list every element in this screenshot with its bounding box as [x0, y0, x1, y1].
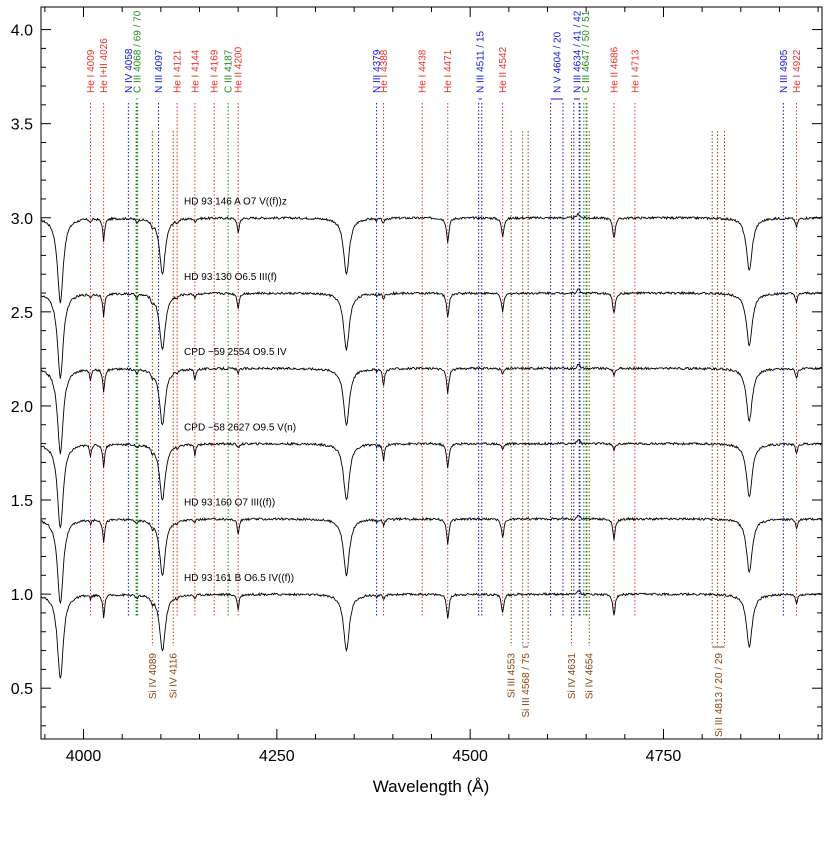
top-line-label: He I 4388	[379, 49, 390, 93]
y-tick-label: 4.0	[11, 23, 33, 40]
x-tick-label: 4500	[452, 748, 488, 765]
spectrum-line	[40, 514, 823, 605]
top-line-label: C III 4187	[224, 49, 235, 93]
top-line-label: He II 4542	[498, 46, 509, 93]
top-line-label: He I+II 4026	[99, 38, 110, 93]
bottom-line-label: Si III 4568 / 75	[521, 653, 532, 718]
top-line-label: He I 4438	[418, 49, 429, 93]
x-tick-label: 4000	[66, 748, 102, 765]
bottom-line-label: Si III 4813 / 20 / 29	[714, 653, 725, 737]
top-line-label: N IV 4058	[124, 48, 135, 93]
spectrum-line	[40, 363, 823, 455]
y-tick-label: 3.5	[11, 117, 33, 134]
bottom-line-label: Si IV 4631	[567, 653, 578, 700]
top-line-label: He II 4200	[234, 46, 245, 93]
top-line-label: N III 4379	[372, 49, 383, 93]
spectrum-line	[40, 213, 823, 304]
top-line-label: N III 4511 / 15	[476, 30, 487, 93]
y-tick-label: 2.5	[11, 305, 33, 322]
spectrum-star-label: HD 93 146 A O7 V((f))z	[184, 197, 287, 208]
x-axis-title: Wavelength (Å)	[373, 777, 490, 796]
top-line-label: N III 4634 / 41 / 42	[572, 10, 583, 93]
top-line-label: He I 4922	[792, 49, 803, 93]
top-line-label: N III 4905	[779, 49, 790, 93]
axis-ticks: 4000 4250 4500 4750 0.5 1.0 1.5 2.0 2.5 3.0 3.5 4.0	[11, 7, 822, 765]
y-tick-label: 1.5	[11, 493, 33, 510]
bottom-line-label: Si IV 4089	[148, 653, 159, 700]
spectrum-line	[40, 288, 823, 379]
top-line-label: He I 4471	[443, 49, 454, 93]
star-labels: HD 93 146 A O7 V((f))z HD 93 130 O6.5 III…	[184, 197, 296, 584]
top-line-label: N III 4097	[154, 49, 165, 93]
spectrum-line	[40, 439, 822, 529]
top-line-label: N V 4604 / 20	[552, 31, 563, 93]
bottom-line-label: Si III 4553	[507, 653, 518, 698]
top-line-label: He I 4121	[173, 49, 184, 93]
top-line-label: He I 4009	[86, 49, 97, 93]
y-tick-label: 2.0	[11, 399, 33, 416]
spectrum-star-label: HD 93 161 B O6.5 IV((f))	[184, 573, 294, 584]
y-tick-label: 3.0	[11, 211, 33, 228]
spectrum-star-label: HD 93 130 O6.5 III(f)	[184, 272, 277, 283]
y-tick-label: 1.0	[11, 587, 33, 604]
top-line-label: C III 4647 / 50 / 51	[581, 10, 592, 93]
x-tick-label: 4250	[259, 748, 295, 765]
spectrum-star-label: CPD −58 2627 O9.5 V(n)	[184, 422, 296, 433]
spectrum-star-label: CPD −59 2554 O9.5 IV	[184, 347, 287, 358]
x-tick-label: 4750	[646, 748, 682, 765]
top-line-label: C III 4068 / 69 / 70	[132, 10, 143, 93]
y-tick-label: 0.5	[11, 681, 33, 698]
spectrum-star-label: HD 93 160 O7 III((f))	[184, 498, 275, 509]
bottom-line-label: Si IV 4116	[169, 653, 180, 699]
line-markers	[89, 103, 797, 646]
top-line-label: He I 4713	[630, 49, 641, 93]
top-line-label: He II 4686	[609, 46, 620, 93]
bottom-line-label: Si IV 4654	[585, 653, 596, 700]
top-line-label: He I 4144	[190, 49, 201, 93]
spectrum-line	[40, 590, 823, 679]
top-line-label: He I 4169	[210, 49, 221, 93]
spectra-group	[40, 213, 823, 679]
